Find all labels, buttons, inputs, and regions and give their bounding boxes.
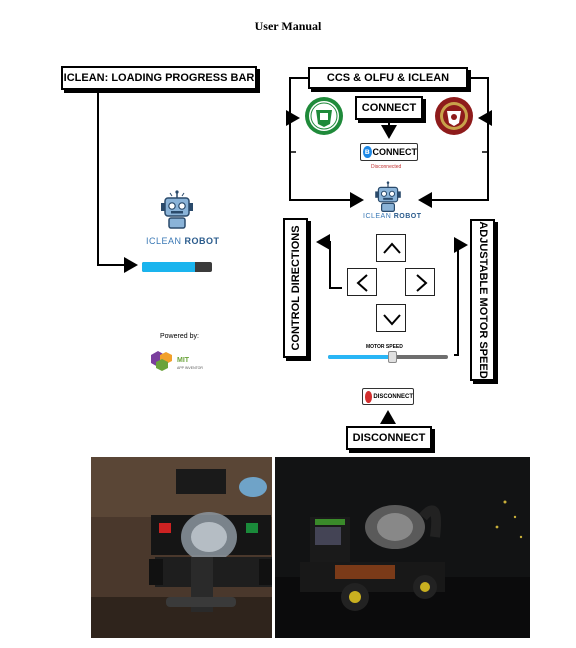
robot-photo-left [91,457,272,638]
callout-logos: CCS & OLFU & ICLEAN [308,67,468,89]
ccs-logo [305,97,343,135]
motor-speed-fill [328,355,392,359]
robot-photo-right [275,457,530,638]
page-title: User Manual [254,19,322,33]
connect-button-label: CONNECT [372,147,418,157]
callout-disconnect-label: DISCONNECT [352,432,426,444]
chevron-down-icon [383,314,401,326]
splash-robot-label-b: ROBOT [184,236,220,246]
direction-down-button[interactable] [376,304,406,332]
motor-speed-label: MOTOR SPEED [366,344,403,350]
callout-connect: CONNECT [355,96,423,120]
chevron-up-icon [383,242,401,254]
connection-status: Disconnected [371,164,402,170]
callout-motor-speed: ADJUSTABLE MOTOR SPEED [470,219,495,381]
disconnect-button[interactable]: DISCONNECT [362,388,414,405]
app-robot-label: ICLEAN ROBOT [363,213,422,220]
motor-speed-slider[interactable] [328,351,448,363]
app-robot-icon [375,181,401,212]
olfu-logo [435,97,473,135]
mit-app-inventor-logo [151,351,172,371]
direction-up-button[interactable] [376,234,406,262]
loading-progress-bar [142,262,212,272]
splash-robot-label: ICLEAN ROBOT [146,236,220,246]
callout-control-directions: CONTROL DIRECTIONS [283,218,308,358]
callout-loading-label: ICLEAN: LOADING PROGRESS BAR [63,72,255,84]
chevron-right-icon [416,274,428,292]
chevron-left-icon [356,274,368,292]
bluetooth-icon: ʙ [363,146,372,158]
splash-robot-label-a: ICLEAN [146,236,182,246]
callout-logos-label: CCS & OLFU & ICLEAN [326,72,450,84]
mit-sublabel: APP INVENTOR [177,366,203,370]
robot-icon [161,190,193,229]
motor-speed-thumb[interactable] [387,351,397,363]
app-robot-label-b: ROBOT [393,213,422,220]
mit-label: MIT [177,357,190,364]
connect-button[interactable]: ʙ CONNECT [360,143,418,161]
callout-disconnect: DISCONNECT [346,426,432,450]
callout-loading-progress-bar: ICLEAN: LOADING PROGRESS BAR [61,66,257,90]
callout-motor-label: ADJUSTABLE MOTOR SPEED [476,221,489,379]
app-robot-label-a: ICLEAN [363,213,392,220]
powered-by: Powered by: [160,333,199,340]
disconnect-icon [365,390,373,403]
loading-progress-fill [142,262,196,272]
callout-connect-label: CONNECT [361,102,417,114]
direction-right-button[interactable] [405,268,435,296]
direction-left-button[interactable] [347,268,377,296]
callout-control-label: CONTROL DIRECTIONS [289,225,302,351]
disconnect-button-label: DISCONNECT [373,393,413,400]
